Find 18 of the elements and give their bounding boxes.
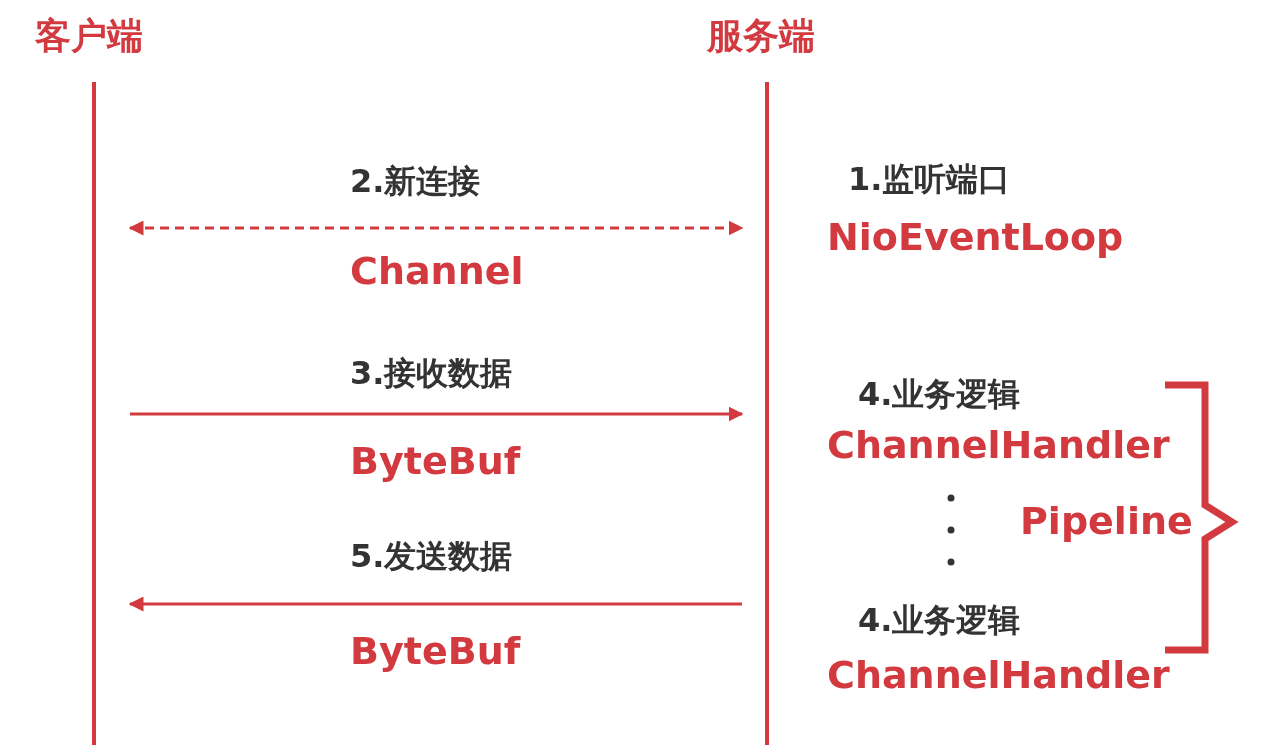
arrow [128,596,742,612]
edge-label: 3.接收数据 [350,357,513,389]
component-name: ChannelHandler [827,426,1170,464]
edge-label: 2.新连接 [350,165,481,197]
arrow [128,220,744,236]
column-heading: 服务端 [707,14,815,58]
component-name: NioEventLoop [827,218,1124,256]
edge-label: 5.发送数据 [350,540,513,572]
component-name: Pipeline [1020,502,1193,540]
component-name: ChannelHandler [827,656,1170,694]
component-name: ByteBuf [350,442,521,480]
column-heading: 客户端 [35,14,143,58]
component-name: ByteBuf [350,632,521,670]
arrow [130,406,744,422]
component-name: Channel [350,252,524,290]
step-label: 4.业务逻辑 [858,378,1021,410]
step-label: 4.业务逻辑 [858,604,1021,636]
step-label: 1.监听端口 [848,163,1011,195]
